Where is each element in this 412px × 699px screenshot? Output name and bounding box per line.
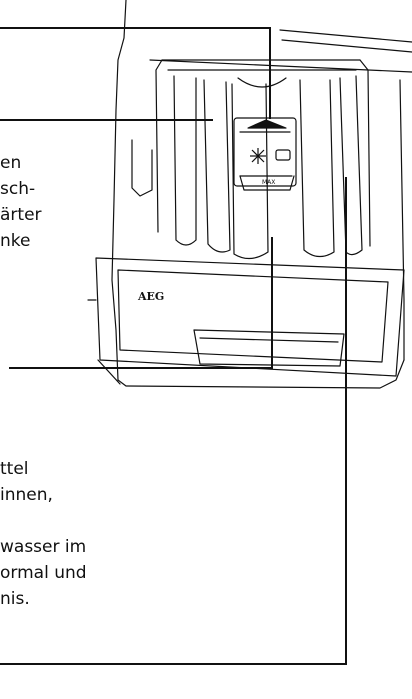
left-compartment — [173, 75, 197, 246]
text-line: wasser im — [0, 537, 87, 557]
text-line — [0, 508, 87, 534]
middle-compartment — [231, 83, 269, 260]
right-compartment-outer — [339, 75, 363, 256]
text-line: ttel — [0, 459, 29, 479]
text-line: en — [0, 153, 22, 173]
machine-top-edge-2 — [281, 39, 412, 53]
text-line: nis. — [0, 589, 30, 609]
callout-line-1 — [0, 27, 271, 119]
text-line: ormal und — [0, 563, 87, 583]
text-line: nke — [0, 231, 31, 251]
snowflake-icon — [250, 148, 266, 164]
left-compartment-inner — [203, 79, 231, 253]
text-block-1: en sch- ärter nke — [0, 150, 42, 254]
drawer-bottom — [87, 299, 121, 385]
insert-slot — [275, 149, 291, 161]
text-line: ärter — [0, 205, 42, 225]
text-line: innen, — [0, 485, 53, 505]
drawer-handle — [193, 329, 345, 367]
machine-right-edge — [399, 79, 405, 361]
text-line: sch- — [0, 179, 36, 199]
back-hump — [237, 77, 287, 88]
drawer-front-inner — [117, 269, 389, 363]
softener-insert — [233, 117, 297, 187]
drawer-front-panel — [95, 257, 405, 377]
drawer-handle-inner — [199, 337, 339, 343]
machine-top-edge — [279, 29, 412, 43]
brand-label: AEG — [137, 290, 164, 303]
max-label: MAX — [262, 179, 275, 186]
machine-body-outline — [111, 0, 127, 381]
drawer-back-frame — [155, 59, 371, 247]
machine-left-lower — [117, 359, 405, 389]
text-block-2: ttel innen, wasser im ormal und nis. — [0, 456, 87, 612]
insert-triangle — [247, 119, 287, 129]
callout-line-4 — [0, 177, 347, 665]
right-compartment — [299, 79, 335, 258]
side-bracket — [131, 139, 153, 197]
insert-lower — [239, 175, 295, 191]
callout-line-3 — [9, 237, 273, 369]
